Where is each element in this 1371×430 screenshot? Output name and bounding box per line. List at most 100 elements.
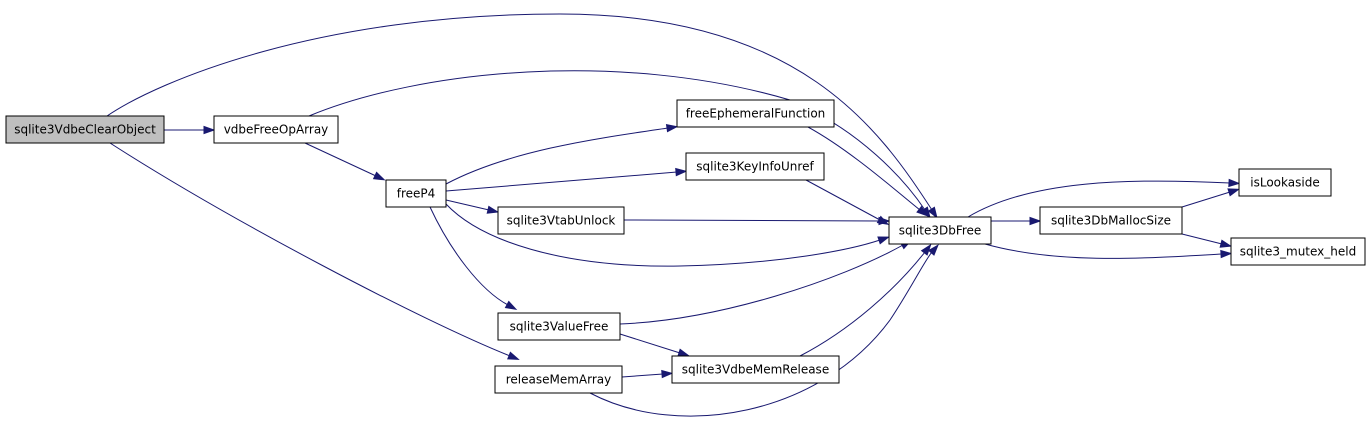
edge-arrowhead: [372, 171, 386, 181]
edge-line: [445, 171, 678, 192]
edge-arrowhead: [661, 369, 674, 379]
edge-arrowhead: [1220, 249, 1233, 259]
node-sqlite3VtabUnlock[interactable]: sqlite3VtabUnlock: [497, 206, 625, 235]
node-label: freeEphemeralFunction: [686, 107, 826, 121]
edge-arrowhead: [504, 300, 518, 310]
node-isLookaside[interactable]: isLookaside: [1238, 168, 1332, 197]
edge-line: [623, 219, 881, 222]
edge-arrowhead: [203, 125, 216, 135]
node-label: freeP4: [397, 187, 436, 201]
edge-arrowhead: [916, 205, 929, 217]
node-label: vdbeFreeOpArray: [224, 123, 329, 137]
edge-arrowhead: [878, 216, 891, 226]
edge-sqlite3KeyInfoUnref-to-sqlite3DbFree: [805, 179, 890, 225]
edge-arrowhead: [1219, 239, 1233, 248]
node-sqlite3_mutex_held[interactable]: sqlite3_mutex_held: [1230, 237, 1366, 266]
node-sqlite3VdbeMemRelease[interactable]: sqlite3VdbeMemRelease: [671, 355, 840, 384]
edge-line: [799, 251, 926, 357]
edge-sqlite3ValueFree-to-sqlite3DbFree: [619, 239, 913, 325]
edge-sqlite3VdbeMemRelease-to-sqlite3DbFree: [799, 243, 932, 357]
node-box[interactable]: [685, 152, 825, 181]
edge-arrowhead: [675, 167, 688, 177]
edge-line: [619, 333, 681, 354]
node-vdbeFreeOpArray[interactable]: vdbeFreeOpArray: [213, 115, 339, 144]
node-label: sqlite3DbMallocSize: [1051, 214, 1171, 228]
edge-line: [106, 13, 933, 211]
node-box[interactable]: [497, 312, 621, 341]
edge-sqlite3VdbeClearObject-to-releaseMemArray: [109, 142, 520, 360]
edge-sqlite3DbFree-to-sqlite3DbMallocSize: [991, 216, 1042, 226]
edge-line: [304, 142, 377, 177]
node-box[interactable]: [888, 216, 992, 245]
edge-arrowhead: [1029, 216, 1042, 226]
node-box[interactable]: [5, 115, 165, 144]
node-sqlite3DbFree[interactable]: sqlite3DbFree: [888, 216, 992, 245]
edge-sqlite3VdbeClearObject-to-vdbeFreeOpArray: [164, 125, 216, 135]
node-label: sqlite3VdbeClearObject: [14, 123, 156, 137]
edge-vdbeFreeOpArray-to-freeP4: [304, 142, 386, 181]
edges-layer: [106, 13, 1241, 417]
node-sqlite3VdbeClearObject[interactable]: sqlite3VdbeClearObject: [5, 115, 165, 144]
edge-line: [984, 243, 1223, 259]
node-label: sqlite3VdbeMemRelease: [682, 363, 829, 377]
edge-freeP4-to-sqlite3VtabUnlock: [445, 199, 500, 214]
node-releaseMemArray[interactable]: releaseMemArray: [494, 365, 623, 394]
node-box[interactable]: [497, 206, 625, 235]
edge-arrowhead: [1228, 178, 1241, 188]
edge-line: [967, 180, 1231, 218]
edge-line: [1181, 191, 1231, 208]
edge-sqlite3VtabUnlock-to-sqlite3DbFree: [623, 216, 891, 226]
node-sqlite3ValueFree[interactable]: sqlite3ValueFree: [497, 312, 621, 341]
node-box[interactable]: [676, 99, 835, 128]
edge-line: [445, 199, 490, 211]
edge-arrowhead: [927, 244, 939, 256]
edge-sqlite3DbFree-to-sqlite3_mutex_held: [984, 243, 1233, 259]
edge-sqlite3VdbeClearObject-to-sqlite3DbFree: [106, 13, 938, 219]
edge-arrowhead: [1227, 188, 1241, 197]
edge-line: [805, 179, 881, 221]
edge-releaseMemArray-to-sqlite3DbFree: [589, 244, 939, 417]
edge-line: [308, 70, 926, 211]
node-box[interactable]: [1238, 168, 1332, 197]
edge-sqlite3ValueFree-to-sqlite3VdbeMemRelease: [619, 333, 691, 357]
edge-line: [621, 373, 664, 378]
node-label: sqlite3KeyInfoUnref: [696, 160, 814, 174]
edge-line: [109, 142, 511, 357]
node-box[interactable]: [385, 179, 447, 208]
node-label: sqlite3VtabUnlock: [507, 214, 616, 228]
edge-line: [807, 126, 921, 211]
node-box[interactable]: [1230, 237, 1366, 266]
edge-line: [619, 244, 904, 325]
node-sqlite3KeyInfoUnref[interactable]: sqlite3KeyInfoUnref: [685, 152, 825, 181]
edge-arrowhead: [877, 236, 890, 245]
edge-line: [445, 127, 669, 185]
edge-line: [1181, 233, 1223, 245]
edge-sqlite3DbMallocSize-to-sqlite3_mutex_held: [1181, 233, 1233, 248]
edge-arrowhead: [507, 351, 520, 360]
edge-arrowhead: [486, 205, 500, 214]
node-box[interactable]: [671, 355, 840, 384]
edge-line: [589, 251, 933, 417]
node-label: sqlite3_mutex_held: [1240, 245, 1356, 259]
node-label: sqlite3ValueFree: [510, 320, 609, 334]
edge-releaseMemArray-to-sqlite3VdbeMemRelease: [621, 369, 674, 379]
node-box[interactable]: [1039, 206, 1183, 235]
edge-freeP4-to-sqlite3DbFree: [445, 203, 890, 267]
edge-freeP4-to-freeEphemeralFunction: [445, 124, 679, 185]
node-freeEphemeralFunction[interactable]: freeEphemeralFunction: [676, 99, 835, 128]
edge-arrowhead: [665, 124, 679, 133]
node-freeP4[interactable]: freeP4: [385, 179, 447, 208]
edge-arrowhead: [677, 348, 691, 357]
node-sqlite3DbMallocSize[interactable]: sqlite3DbMallocSize: [1039, 206, 1183, 235]
node-label: sqlite3DbFree: [899, 224, 982, 238]
nodes-layer: sqlite3VdbeClearObject vdbeFreeOpArray fre…: [5, 99, 1366, 394]
node-label: isLookaside: [1250, 176, 1319, 190]
edge-arrowhead: [920, 243, 932, 256]
node-box[interactable]: [213, 115, 339, 144]
edge-sqlite3DbMallocSize-to-isLookaside: [1181, 188, 1241, 208]
edge-arrowhead: [927, 206, 938, 219]
node-label: releaseMemArray: [506, 373, 612, 387]
node-box[interactable]: [494, 365, 623, 394]
edge-line: [429, 206, 509, 306]
